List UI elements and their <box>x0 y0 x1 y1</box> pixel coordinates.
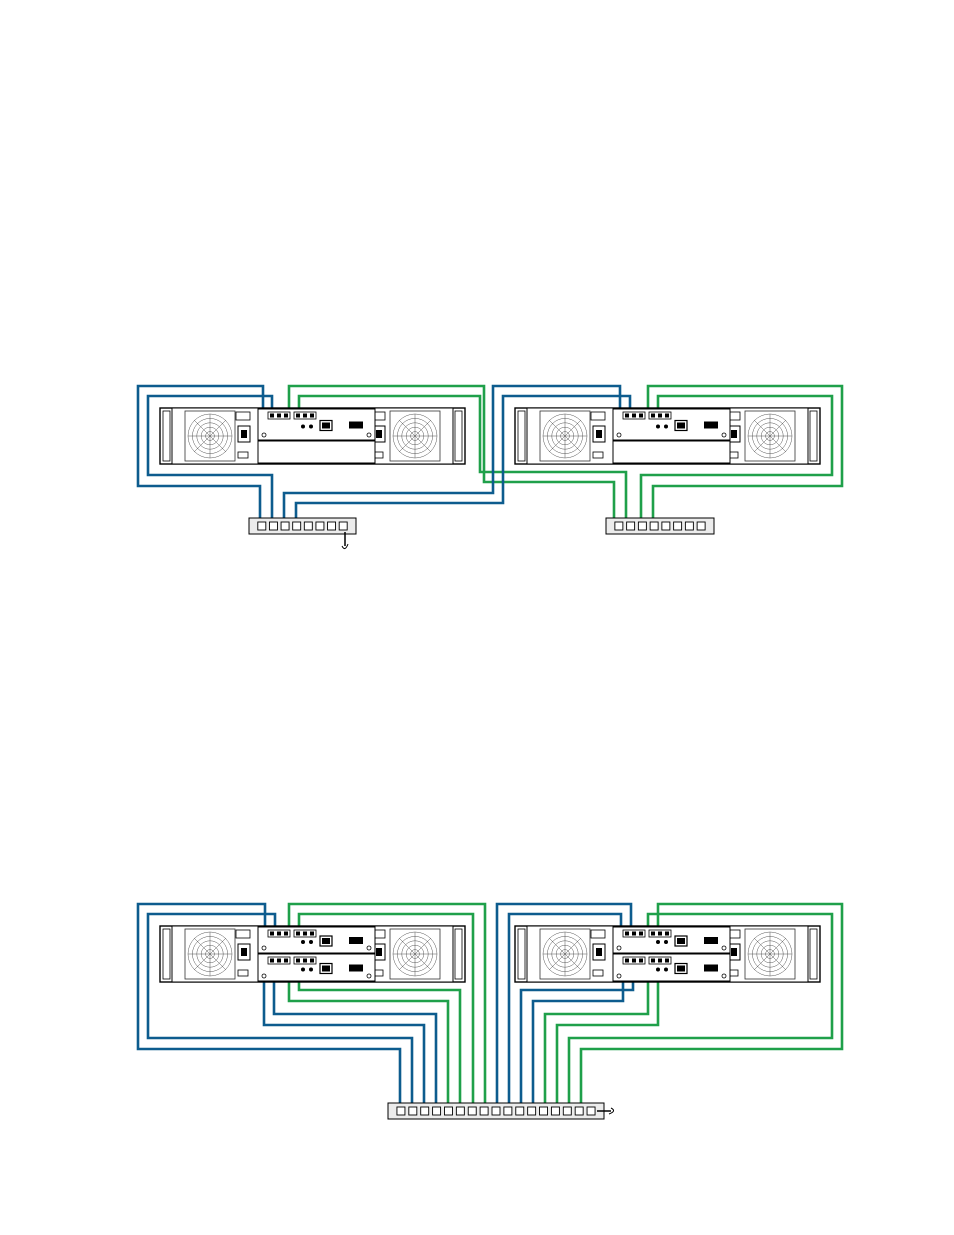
switch-1-port <box>575 1107 583 1115</box>
switch-1 <box>249 518 356 534</box>
power-supply-icon <box>367 408 453 464</box>
power-supply-icon <box>527 926 613 982</box>
diagram-top-single-controller <box>138 386 842 549</box>
power-supply-icon <box>527 408 613 464</box>
enclosure-1-blank-slot <box>258 441 375 463</box>
switch-1-port <box>480 1107 488 1115</box>
switch-1-port <box>528 1107 536 1115</box>
switch-1-port <box>304 522 312 530</box>
switch-2-port <box>697 522 705 530</box>
switch-1-port <box>468 1107 476 1115</box>
power-supply-icon <box>722 408 808 464</box>
switch-1-port <box>563 1107 571 1115</box>
enclosure-1-controller-b <box>258 954 375 981</box>
switch-1-port <box>540 1107 548 1115</box>
enclosure-2-controller-b <box>613 954 730 981</box>
switch-1-port <box>421 1107 429 1115</box>
cable-a <box>521 962 633 1107</box>
enclosure-1 <box>160 926 465 982</box>
switch-1-port <box>281 522 289 530</box>
switch-1-port <box>339 522 347 530</box>
switch-1-port <box>258 522 266 530</box>
switch-1 <box>388 1103 604 1119</box>
enclosure-2 <box>515 926 820 982</box>
switch-1-port <box>409 1107 417 1115</box>
switch-1-port <box>397 1107 405 1115</box>
enclosure-1-controller-a <box>258 409 375 440</box>
diagram-bottom-dual-controller <box>138 904 842 1119</box>
switch-2-port <box>685 522 693 530</box>
switch-2-port <box>650 522 658 530</box>
switch-2-port <box>674 522 682 530</box>
switch-2-port <box>615 522 623 530</box>
power-supply-icon <box>367 926 453 982</box>
switch-1-port <box>492 1107 500 1115</box>
power-supply-icon <box>722 926 808 982</box>
switch-1-port <box>444 1107 452 1115</box>
enclosure-2-controller-a <box>613 409 730 440</box>
switch-1-port <box>516 1107 524 1115</box>
switch-2 <box>606 518 714 534</box>
switch-1-port <box>587 1107 595 1115</box>
enclosure-2-controller-a <box>613 927 730 953</box>
power-supply-icon <box>172 926 258 982</box>
enclosure-1 <box>160 408 465 464</box>
switch-1-port <box>433 1107 441 1115</box>
enclosure-1-controller-a <box>258 927 375 953</box>
switch-1-port <box>328 522 336 530</box>
switch-1-port <box>504 1107 512 1115</box>
switch-1-port <box>551 1107 559 1115</box>
cable-b <box>557 962 658 1107</box>
switch-2-port <box>662 522 670 530</box>
switch-1-port <box>456 1107 464 1115</box>
switch-2-port <box>638 522 646 530</box>
power-supply-icon <box>172 408 258 464</box>
switch-2-port <box>627 522 635 530</box>
switch-1-port <box>316 522 324 530</box>
enclosure-2 <box>515 408 820 464</box>
switch-1-port <box>269 522 277 530</box>
enclosure-2-blank-slot <box>613 441 730 463</box>
cable-a <box>533 962 623 1107</box>
switch-1-port <box>293 522 301 530</box>
